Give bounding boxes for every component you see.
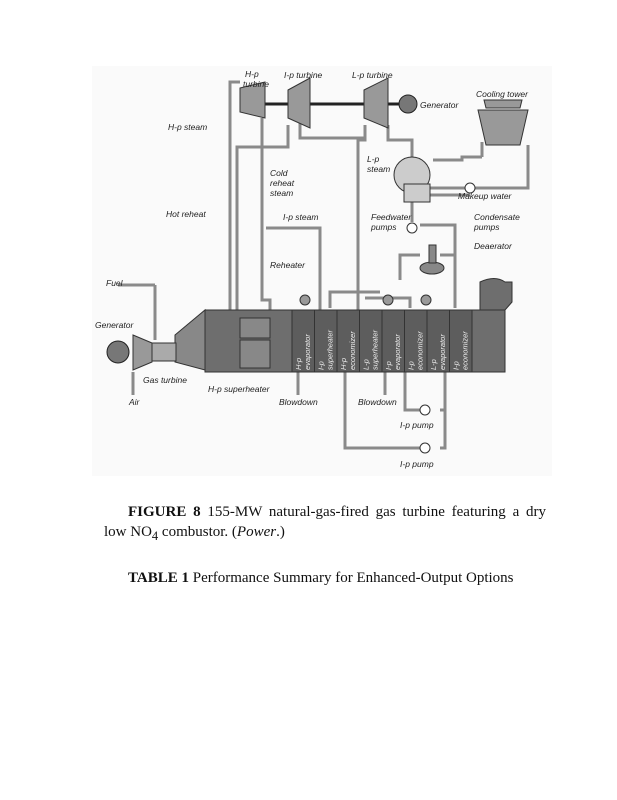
svg-text:steam: steam bbox=[367, 164, 390, 174]
svg-text:Reheater: Reheater bbox=[270, 260, 306, 270]
hrsg-section-label: L-p bbox=[429, 359, 438, 370]
svg-text:Generator: Generator bbox=[420, 100, 459, 110]
hrsg-section bbox=[449, 309, 473, 373]
hrsg-section-label: I-p bbox=[384, 361, 393, 370]
svg-text:L-p turbine: L-p turbine bbox=[352, 70, 393, 80]
svg-text:Air: Air bbox=[128, 397, 141, 407]
hrsg-section-label: I-p bbox=[317, 361, 326, 370]
svg-text:I-p pump: I-p pump bbox=[400, 459, 434, 469]
svg-text:pumps: pumps bbox=[473, 222, 500, 232]
svg-text:Hot reheat: Hot reheat bbox=[166, 209, 206, 219]
svg-text:Feedwater: Feedwater bbox=[371, 212, 412, 222]
svg-text:Blowdown: Blowdown bbox=[358, 397, 397, 407]
svg-text:Blowdown: Blowdown bbox=[279, 397, 318, 407]
hrsg-section-label: I-p bbox=[407, 361, 416, 370]
condenser-icon bbox=[393, 156, 431, 203]
hrsg-section-label: economizer bbox=[348, 331, 357, 370]
hrsg-section-label: evaporator bbox=[438, 334, 447, 370]
steam-pipes bbox=[118, 80, 530, 450]
svg-text:H-p superheater: H-p superheater bbox=[208, 384, 271, 394]
figure-label: FIGURE 8 bbox=[128, 504, 201, 520]
hp-turbine-icon bbox=[239, 81, 266, 119]
reheater-box bbox=[239, 317, 271, 339]
lp-turbine-icon bbox=[363, 77, 389, 129]
table-title: TABLE 1 Performance Summary for Enhanced… bbox=[128, 570, 514, 586]
pump-icons bbox=[299, 182, 476, 454]
svg-text:Cooling tower: Cooling tower bbox=[476, 89, 529, 99]
generator-icon bbox=[106, 340, 130, 364]
figure-caption: FIGURE 8 155-MW natural-gas-fired gas tu… bbox=[104, 504, 546, 543]
gas-turbine bbox=[106, 334, 177, 371]
svg-text:Cold: Cold bbox=[270, 168, 288, 178]
hp-superheater-box bbox=[239, 339, 271, 369]
hrsg-section-label: evaporator bbox=[393, 334, 402, 370]
svg-text:H-p: H-p bbox=[245, 69, 259, 79]
svg-text:Fuel: Fuel bbox=[106, 278, 124, 288]
hrsg-section-label: evaporator bbox=[303, 334, 312, 370]
hrsg-section-label: I-p bbox=[452, 361, 461, 370]
svg-text:reheat: reheat bbox=[270, 178, 295, 188]
deaerator-icon bbox=[419, 261, 445, 275]
svg-text:pumps: pumps bbox=[370, 222, 397, 232]
hrsg-section-label: superheater bbox=[371, 329, 380, 370]
svg-text:L-p: L-p bbox=[367, 154, 380, 164]
steam-turbines bbox=[239, 77, 418, 129]
svg-text:H-p steam: H-p steam bbox=[168, 122, 207, 132]
hrsg-section-label: economizer bbox=[461, 331, 470, 370]
hrsg-section-label: H-p bbox=[339, 358, 348, 370]
ip-turbine-icon bbox=[287, 77, 311, 129]
svg-text:I-p turbine: I-p turbine bbox=[284, 70, 323, 80]
svg-text:Gas turbine: Gas turbine bbox=[143, 375, 187, 385]
generator-icon bbox=[398, 94, 418, 114]
svg-text:turbine: turbine bbox=[243, 79, 269, 89]
svg-text:I-p steam: I-p steam bbox=[283, 212, 318, 222]
cooling-tower-icon bbox=[477, 99, 529, 146]
svg-text:Condensate: Condensate bbox=[474, 212, 520, 222]
svg-text:steam: steam bbox=[270, 188, 293, 198]
svg-text:I-p pump: I-p pump bbox=[400, 420, 434, 430]
svg-text:Deaerator: Deaerator bbox=[474, 241, 513, 251]
hrsg-section-label: L-p bbox=[362, 359, 371, 370]
svg-text:Generator: Generator bbox=[95, 320, 134, 330]
figure-background bbox=[92, 66, 552, 476]
hrsg-section-label: economizer bbox=[416, 331, 425, 370]
diagram-labels: H-p turbine I-p turbine L-p turbine Gene… bbox=[95, 69, 529, 469]
hrsg-section-label: superheater bbox=[326, 329, 335, 370]
hrsg-section-label: H-p bbox=[294, 358, 303, 370]
svg-text:Makeup water: Makeup water bbox=[458, 191, 513, 201]
